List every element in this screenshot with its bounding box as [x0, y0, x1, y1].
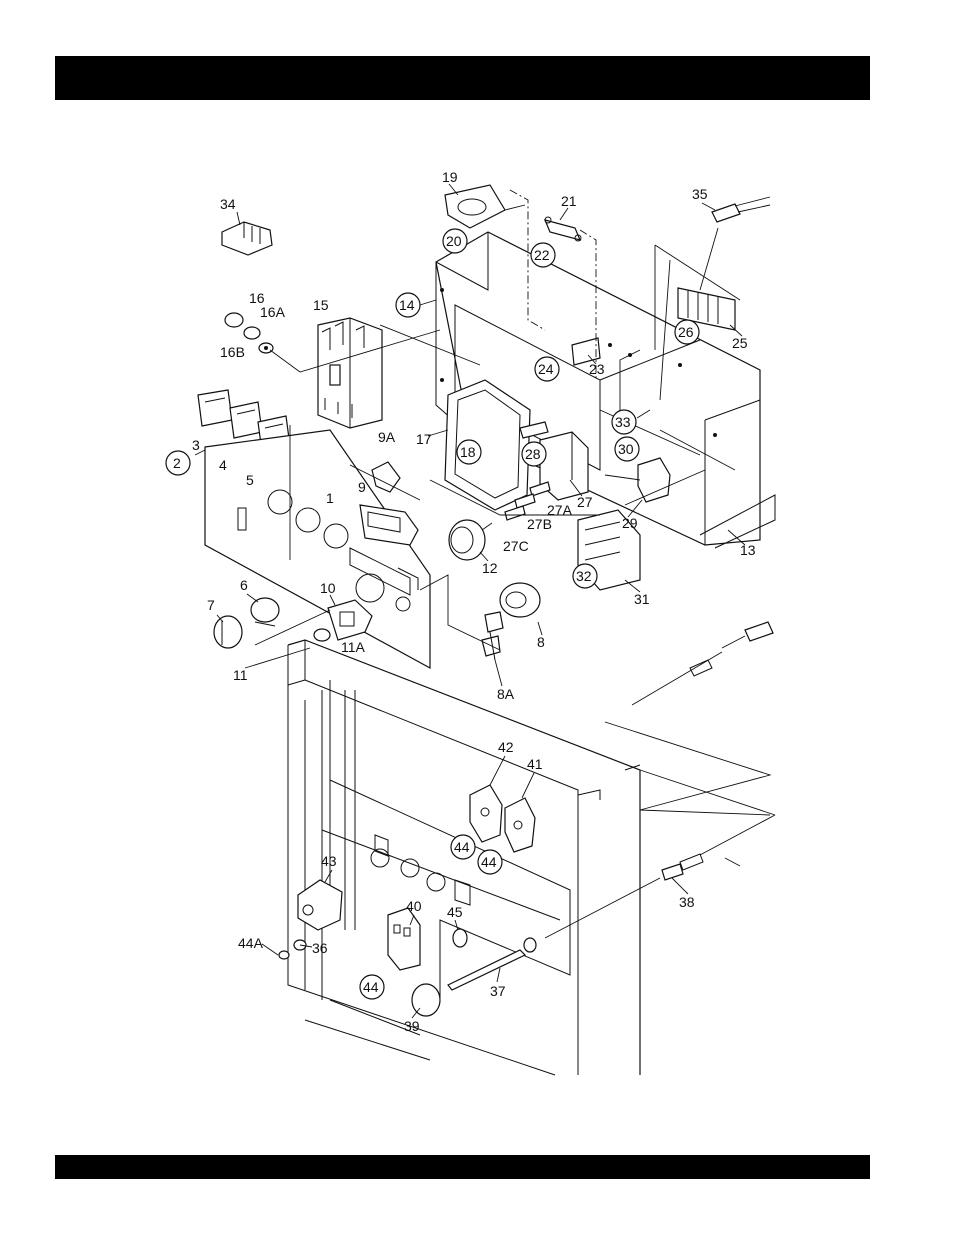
part-25-terminal-strip — [678, 228, 735, 330]
callout: 41 — [527, 756, 543, 772]
part-6-potentiometer — [214, 598, 279, 648]
callout: 15 — [313, 297, 329, 313]
callout: 27C — [503, 538, 529, 554]
callout: 21 — [561, 193, 577, 209]
callout: 8 — [537, 634, 545, 650]
callout: 8A — [497, 686, 515, 702]
callout: 9A — [378, 429, 396, 445]
callout: 25 — [732, 335, 748, 351]
callout: 31 — [634, 591, 650, 607]
callout: 26 — [678, 324, 694, 340]
part-35-connector — [712, 197, 770, 222]
callout: 13 — [740, 542, 756, 558]
callout: 40 — [406, 898, 422, 914]
callout: 35 — [692, 186, 708, 202]
callout: 24 — [538, 361, 554, 377]
callout: 23 — [589, 361, 605, 377]
callout: 16A — [260, 304, 286, 320]
callout: 16B — [220, 344, 245, 360]
callout: 4 — [219, 457, 227, 473]
callout: 44 — [363, 979, 379, 995]
callout: 34 — [220, 196, 236, 212]
callout: 44A — [238, 935, 264, 951]
callout: 42 — [498, 739, 514, 755]
callout: 30 — [618, 441, 634, 457]
callout: 36 — [312, 940, 328, 956]
callout: 33 — [615, 414, 631, 430]
callout: 6 — [240, 577, 248, 593]
callout: 3 — [192, 437, 200, 453]
callout: 43 — [321, 853, 337, 869]
callout: 2 — [173, 455, 181, 471]
callout: 7 — [207, 597, 215, 613]
callout: 11 — [233, 667, 248, 683]
part-34 — [222, 222, 272, 255]
callout: 37 — [490, 983, 506, 999]
callout: 19 — [442, 169, 458, 185]
callout: 1 — [326, 490, 334, 506]
callout: 5 — [246, 472, 254, 488]
callout: 11A — [341, 639, 366, 655]
callout: 29 — [622, 515, 638, 531]
callout: 27 — [577, 494, 593, 510]
callout: 44 — [481, 854, 497, 870]
callout: 27B — [527, 516, 552, 532]
callout: 22 — [534, 247, 550, 263]
part-12-meter — [449, 520, 492, 560]
footer-bar — [55, 1155, 870, 1179]
callout: 12 — [482, 560, 498, 576]
callout: 9 — [358, 479, 366, 495]
part-15-circuit-breaker — [318, 318, 382, 428]
callout: 45 — [447, 904, 463, 920]
callout: 17 — [416, 431, 432, 447]
callout: 38 — [679, 894, 695, 910]
callout: 10 — [320, 580, 336, 596]
callout: 28 — [525, 446, 541, 462]
callout: 32 — [576, 568, 592, 584]
part-8-key-switch — [482, 583, 540, 660]
callout: 14 — [399, 297, 415, 313]
callout: 39 — [404, 1018, 420, 1034]
part-21 — [545, 217, 581, 241]
callout: 18 — [460, 444, 476, 460]
callout: 20 — [446, 233, 462, 249]
callout: 44 — [454, 839, 470, 855]
